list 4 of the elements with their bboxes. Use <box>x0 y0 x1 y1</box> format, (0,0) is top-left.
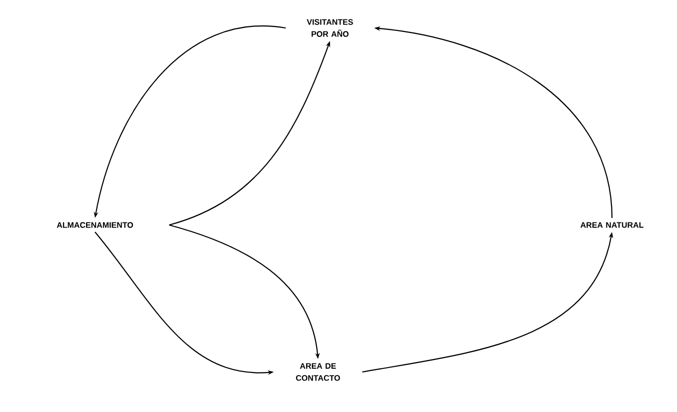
node-label: ALMACENAMIENTO <box>56 222 134 228</box>
node-label: VISITANTES POR AÑO <box>306 19 353 37</box>
node-label: AREA DE CONTACTO <box>296 363 340 381</box>
node-label: AREA NATURAL <box>580 222 644 228</box>
